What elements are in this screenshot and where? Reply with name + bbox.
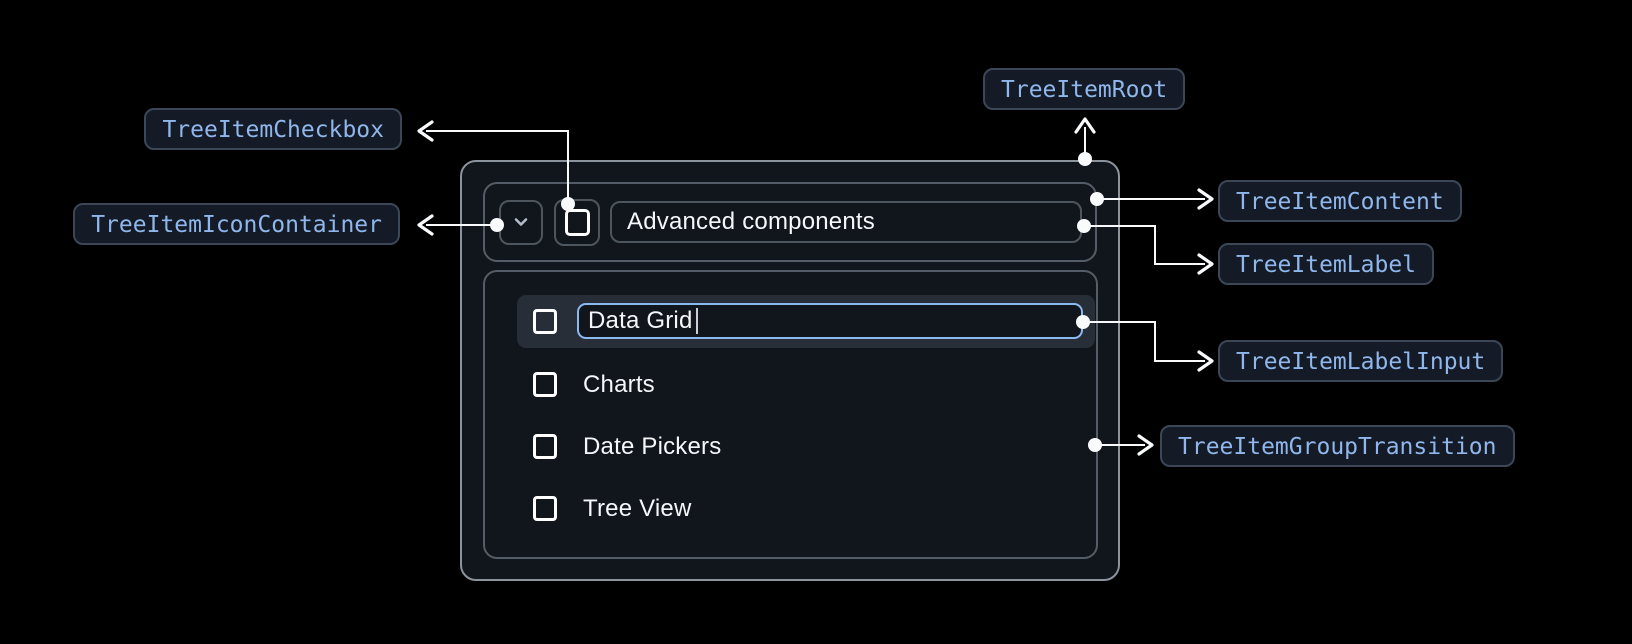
annotation-badge-tree-item-label: TreeItemLabel — [1218, 243, 1435, 285]
tree-item-group-transition — [483, 270, 1098, 559]
arrowhead-right — [1197, 253, 1214, 275]
annotation-badge-tree-item-label-input: TreeItemLabelInput — [1218, 340, 1504, 382]
annotation-badge-tree-item-content: TreeItemContent — [1218, 180, 1462, 222]
checkbox-unchecked-icon[interactable] — [533, 434, 557, 459]
tree-row[interactable]: Charts — [533, 358, 655, 411]
tree-row[interactable]: Tree View — [533, 482, 692, 535]
tree-item-label: Advanced components — [610, 201, 1082, 243]
checkbox-unchecked-icon[interactable] — [533, 496, 557, 521]
tree-item-checkbox[interactable] — [554, 198, 600, 246]
arrowhead-left — [417, 120, 434, 142]
arrowhead-left — [417, 214, 434, 236]
tree-item-label-input[interactable]: Data Grid — [577, 303, 1083, 339]
arrowhead-right — [1197, 188, 1214, 210]
tree-row[interactable] — [533, 295, 557, 348]
tree-item-content[interactable]: Advanced components — [483, 182, 1097, 262]
arrowhead-up — [1074, 117, 1096, 134]
annotation-badge-tree-item-group-transition: TreeItemGroupTransition — [1160, 425, 1515, 467]
annotation-badge-tree-item-root: TreeItemRoot — [983, 68, 1186, 110]
checkbox-unchecked-icon[interactable] — [533, 372, 557, 397]
tree-item-label-text: Advanced components — [627, 208, 875, 235]
chevron-down-icon — [514, 218, 528, 226]
tree-item-root — [460, 160, 1120, 581]
checkbox-unchecked-icon[interactable] — [533, 309, 557, 334]
annotation-badge-tree-item-icon-container: TreeItemIconContainer — [73, 203, 400, 245]
tree-item-icon-container[interactable] — [499, 199, 543, 245]
arrowhead-right — [1197, 350, 1214, 372]
label-input-value: Data Grid — [588, 307, 693, 334]
tree-item-label-text: Date Pickers — [583, 432, 722, 460]
tree-item-label-text: Tree View — [583, 494, 692, 522]
checkbox-unchecked-icon — [564, 208, 590, 236]
tree-row[interactable]: Date Pickers — [533, 420, 721, 473]
tree-item-label-text: Charts — [583, 370, 655, 398]
text-caret — [695, 308, 698, 334]
annotation-badge-tree-item-checkbox: TreeItemCheckbox — [144, 108, 402, 150]
arrowhead-right — [1137, 434, 1154, 456]
